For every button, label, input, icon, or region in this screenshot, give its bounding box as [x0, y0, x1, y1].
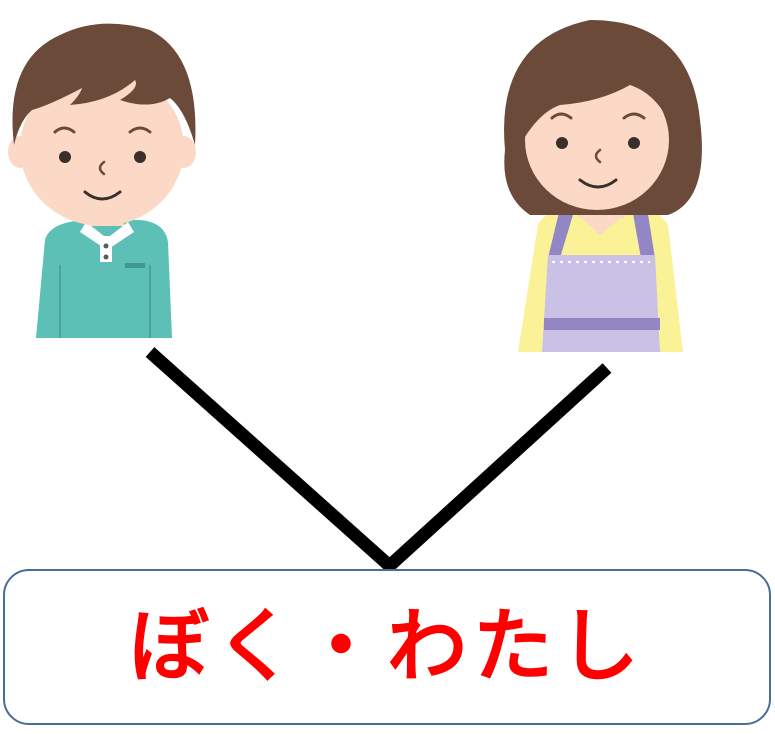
woman-icon — [504, 20, 702, 352]
connector-line-left — [145, 347, 397, 573]
connector-line-right — [380, 363, 612, 575]
woman-eye-right — [628, 137, 640, 149]
woman-eye-left — [556, 137, 568, 149]
boy-shirt — [36, 220, 172, 338]
boy-collar — [80, 222, 134, 262]
boy-face — [20, 70, 184, 226]
boy-mouth — [83, 190, 122, 201]
boy-eye-left — [59, 151, 71, 163]
woman-mouth — [578, 178, 618, 189]
boy-icon — [8, 23, 196, 338]
woman-face — [525, 70, 669, 210]
woman-hair — [522, 50, 675, 140]
woman-apron — [542, 255, 660, 352]
label-box: ぼく・わたし — [3, 569, 771, 725]
boy-eye-right — [134, 151, 146, 163]
apron-band — [544, 318, 660, 330]
boy-hair — [12, 23, 196, 146]
label-text: ぼく・わたし — [129, 600, 645, 693]
